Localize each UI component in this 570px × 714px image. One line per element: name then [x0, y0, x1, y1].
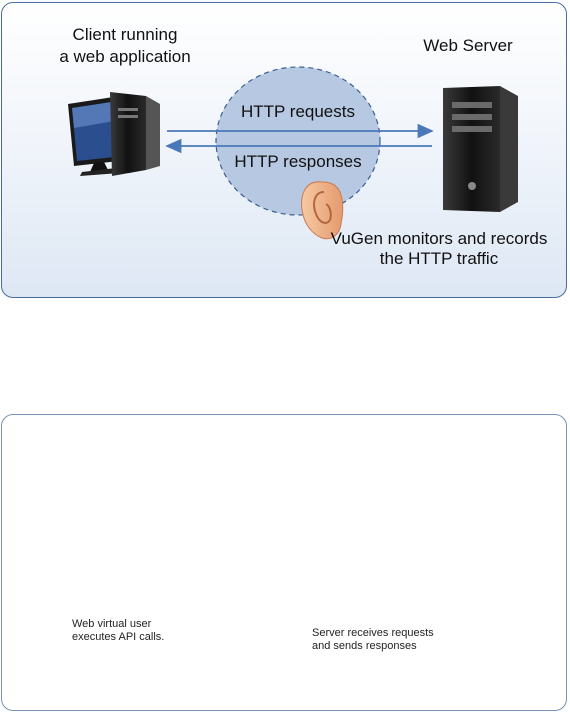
requests-label: HTTP requests — [240, 102, 355, 121]
ear-icon — [301, 181, 344, 240]
traffic-ellipse — [215, 66, 381, 216]
virtual-user-line2: executes API calls. — [72, 631, 165, 643]
client-computer-icon — [68, 92, 160, 176]
monitor-label-line2: the HTTP traffic — [379, 249, 499, 268]
client-label-line2: a web application — [59, 47, 191, 66]
server-label: Web Server — [423, 36, 513, 55]
web-server-icon — [443, 86, 518, 212]
virtual-user-line1: Web virtual user — [72, 618, 152, 630]
client-label-line1: Client running — [72, 25, 178, 44]
server-caption-line2: and sends responses — [312, 640, 417, 652]
replay-diagram-panel — [1, 414, 567, 711]
responses-label: HTTP responses — [234, 152, 362, 171]
monitor-label-line1: VuGen monitors and records — [330, 229, 548, 248]
server-caption-line1: Server receives requests — [312, 627, 434, 639]
